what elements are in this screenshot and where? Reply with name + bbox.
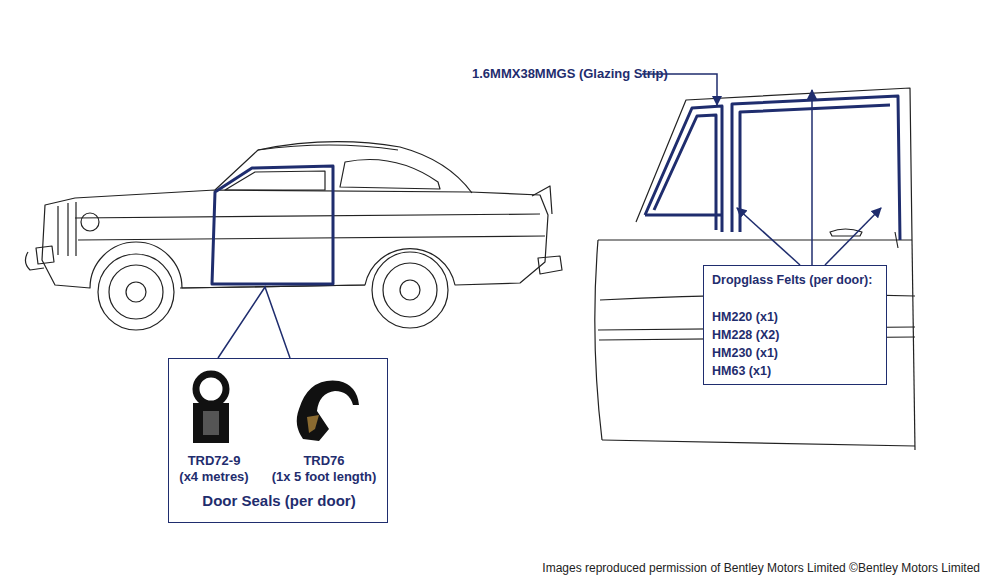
part-text: HM228 (X2): [712, 328, 779, 343]
part-text: Dropglass Felts (per door):: [712, 273, 872, 288]
credit-note: Images reproduced permission of Bentley …: [542, 561, 980, 575]
window-frame: [645, 96, 900, 240]
seal-profile: [169, 359, 389, 451]
part-text: HM230 (x1): [712, 346, 778, 361]
leader-line: [218, 287, 290, 358]
part-text: (x4 metres): [179, 469, 248, 485]
part-text: TRD72-9: [188, 453, 241, 469]
part-text: HM220 (x1): [712, 310, 778, 325]
car-side-view: [25, 142, 562, 330]
door-seal-box: TRD72-9(x4 metres) TRD76(1x 5 foot length…: [168, 358, 388, 523]
door-outline: [212, 166, 333, 284]
door-close-up: [595, 88, 915, 450]
part-label: 1.6MMX38MMGS (Glazing Strip): [472, 66, 668, 82]
glass-pointer: [642, 74, 881, 265]
felt-list-box: Dropglass Felts (per door): HM220 (x1) HM2…: [703, 265, 887, 385]
part-text: Door Seals (per door): [202, 492, 355, 510]
part-text: HM63 (x1): [712, 364, 771, 379]
part-text: (1x 5 foot length): [272, 469, 377, 485]
part-text: TRD76: [303, 453, 344, 469]
